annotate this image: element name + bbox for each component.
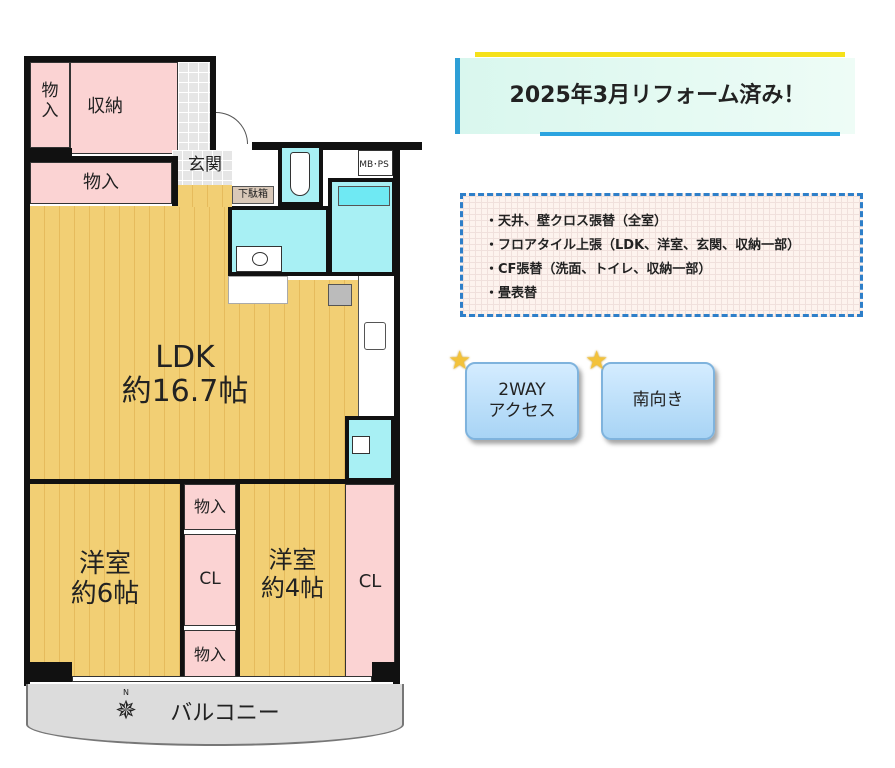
compass-icon: ✵: [115, 696, 137, 727]
balcony-label: バルコニー: [170, 701, 280, 727]
feature-south-facing: 南向き: [601, 362, 715, 440]
storage-2-room: [30, 162, 172, 204]
western-4-floor: [240, 484, 345, 680]
banner: 2025年3月リフォーム済み！: [455, 52, 855, 136]
toilet-icon: [290, 152, 310, 196]
banner-line-top: [475, 52, 845, 57]
western-4-label: 洋室 約4帖: [260, 546, 325, 602]
western-6-floor: [30, 484, 180, 680]
storage-room: [70, 62, 178, 154]
closet-mid-label: CL: [199, 569, 221, 590]
renovation-item: ・畳表替: [485, 286, 538, 301]
utility-sink-icon: [352, 436, 370, 454]
closet-upper-label: 物入: [193, 496, 226, 516]
floor-plan: 物 入 収納 玄関 物入 下駄箱 MB･PS LDK 約16.7帖 洋室 約6帖…: [0, 0, 422, 768]
ldk-label: LDK 約16.7帖: [121, 339, 249, 409]
closet-right-label: CL: [358, 570, 382, 592]
western-6-label: 洋室 約6帖: [70, 549, 140, 609]
mb-ps-label: MB･PS: [359, 159, 389, 170]
wall: [24, 56, 216, 62]
stove-icon: [328, 284, 352, 306]
wall: [180, 484, 184, 680]
wall: [252, 142, 422, 150]
wall: [24, 56, 30, 686]
mb-ps: [358, 150, 393, 176]
storage-2-label: 物入: [83, 171, 119, 193]
balcony: [26, 684, 404, 746]
wall: [30, 479, 395, 484]
wall: [30, 156, 178, 162]
renovation-item: ・CF張替（洗面、トイレ、収納一部）: [485, 262, 712, 277]
storage-label: 収納: [87, 95, 123, 117]
renovation-list: ・天井、壁クロス張替（全室） ・フロアタイル上張（LDK、洋室、玄関、収納一部）…: [460, 193, 863, 317]
ldk-floor: [30, 206, 228, 282]
wall: [24, 662, 72, 682]
ldk-floor: [30, 280, 360, 480]
banner-title: 2025年3月リフォーム済み！: [509, 83, 806, 109]
entrance-door[interactable]: [216, 112, 248, 144]
closet-lower-label: 物入: [193, 644, 226, 664]
sink-basin-icon: [252, 252, 268, 266]
entrance-tile: [172, 150, 232, 185]
star-icon: ★: [585, 346, 609, 376]
star-icon: ★: [448, 346, 472, 376]
entrance-floor: [178, 185, 232, 207]
shoe-box-label: 下駄箱: [238, 189, 268, 201]
closet-right: [345, 484, 395, 680]
closet-lower: [184, 630, 236, 680]
shoe-box: [232, 186, 274, 204]
closet-mid: [184, 534, 236, 626]
feature-2way-access: 2WAY アクセス: [465, 362, 579, 440]
storage-small-room: [30, 62, 70, 148]
wall: [236, 484, 240, 680]
north-label: N: [123, 688, 129, 698]
storage-small-label: 物 入: [41, 81, 59, 121]
wall: [24, 148, 72, 158]
wall: [372, 662, 400, 682]
wall: [393, 142, 400, 687]
wall: [210, 56, 216, 152]
bathtub-icon: [338, 186, 390, 206]
renovation-item: ・天井、壁クロス張替（全室）: [485, 214, 668, 229]
closet-upper: [184, 484, 236, 530]
entrance-label: 玄関: [188, 155, 222, 176]
kitchen-sink-icon: [364, 322, 386, 350]
wall: [172, 156, 178, 208]
banner-line-bottom: [540, 132, 840, 136]
counter: [228, 276, 288, 304]
renovation-item: ・フロアタイル上張（LDK、洋室、玄関、収納一部）: [485, 238, 801, 253]
window: [72, 676, 372, 682]
